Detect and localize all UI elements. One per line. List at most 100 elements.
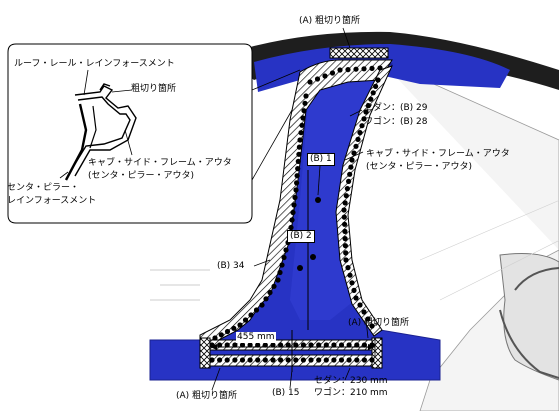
weld-spot-icon bbox=[346, 178, 352, 184]
weld-spot-icon bbox=[342, 236, 348, 242]
weld-spot-icon bbox=[237, 322, 243, 328]
weld-spot-icon bbox=[351, 150, 357, 156]
weld-spot-icon bbox=[298, 130, 304, 136]
weld-spot-icon bbox=[255, 342, 261, 348]
weld-spot-icon bbox=[377, 65, 383, 71]
weld-spot-icon bbox=[341, 207, 347, 213]
weld-spot-icon bbox=[316, 357, 322, 363]
weld-spot-icon bbox=[247, 342, 253, 348]
dimension-455 bbox=[209, 338, 376, 356]
weld-spot-icon bbox=[283, 247, 289, 253]
weld-spot-icon bbox=[344, 186, 350, 192]
weld-spot-icon bbox=[345, 265, 351, 271]
weld-spot-icon bbox=[342, 200, 348, 206]
weld-spot-icon bbox=[369, 65, 375, 71]
label-cab-side-inset-2: (センタ・ピラー・アウタ) bbox=[88, 171, 195, 181]
weld-spot-icon bbox=[345, 67, 351, 73]
weld-spot-icon bbox=[292, 194, 298, 201]
label-b2: (B) 2 bbox=[287, 230, 315, 243]
weld-spot-icon bbox=[373, 83, 379, 89]
weld-spot-icon bbox=[308, 342, 314, 348]
label-sedan-b29: セダン：(B) 29 bbox=[364, 103, 428, 113]
weld-spot-icon bbox=[239, 342, 246, 348]
weld-spot-icon bbox=[343, 193, 349, 199]
weld-spot-icon bbox=[342, 221, 348, 227]
weld-spot-icon bbox=[262, 357, 268, 363]
weld-spot-icon bbox=[353, 66, 359, 72]
weld-spot-icon bbox=[278, 342, 284, 348]
weld-spot-icon bbox=[267, 289, 273, 296]
weld-spot-icon bbox=[217, 357, 223, 363]
weld-spot-icon bbox=[314, 76, 321, 82]
weld-spot-icon bbox=[346, 357, 352, 363]
weld-spot-icon bbox=[281, 254, 287, 261]
weld-spot-icon bbox=[343, 250, 349, 256]
weld-spot-icon bbox=[331, 357, 337, 363]
weld-spot-icon bbox=[255, 357, 261, 363]
inset-callout bbox=[7, 43, 301, 224]
weld-spot-icon bbox=[294, 173, 300, 179]
weld-spot-icon bbox=[300, 115, 306, 121]
weld-spot-icon bbox=[347, 171, 353, 177]
weld-spot-icon bbox=[354, 357, 360, 363]
weld-spot-icon bbox=[349, 157, 355, 163]
label-center-pillar-2: レインフォースメント bbox=[7, 196, 97, 206]
weld-spot-icon bbox=[278, 357, 284, 363]
weld-spot-icon bbox=[323, 357, 329, 363]
label-rough-cut-inset: 粗切り箇所 bbox=[131, 84, 177, 94]
weld-spot-icon bbox=[300, 357, 306, 363]
weld-spot-icon bbox=[291, 202, 297, 208]
label-b34: (B) 34 bbox=[217, 261, 245, 271]
weld-spot-icon bbox=[224, 328, 231, 335]
weld-spot-icon bbox=[361, 66, 367, 72]
weld-spot-icon bbox=[369, 323, 375, 329]
weld-spot-icon bbox=[217, 342, 223, 348]
weld-spot-icon bbox=[353, 295, 359, 301]
weld-spot-icon bbox=[293, 187, 299, 193]
label-cab-side-main-2: (センタ・ピラー・アウタ) bbox=[366, 162, 473, 172]
leader-lines bbox=[211, 27, 369, 391]
weld-spot-icon bbox=[224, 342, 230, 348]
weld-spot-icon bbox=[224, 357, 230, 363]
weld-spot-icon bbox=[361, 309, 367, 315]
weld-spot-icon bbox=[323, 342, 329, 348]
weld-spot-icon bbox=[341, 214, 347, 220]
weld-spot-icon bbox=[262, 342, 268, 348]
weld-spot-icon bbox=[370, 90, 376, 96]
weld-spot-icon bbox=[368, 96, 374, 102]
weld-spot-icon bbox=[331, 342, 337, 348]
weld-spot-icon bbox=[322, 73, 328, 79]
weld-spot-icon bbox=[308, 357, 314, 363]
weld-spot-icon bbox=[361, 116, 367, 122]
weld-spot-icon bbox=[338, 357, 345, 363]
label-b1: (B) 1 bbox=[307, 153, 335, 166]
label-rough-cut-right: (A) 粗切り箇所 bbox=[348, 318, 410, 328]
weld-spot-icon bbox=[259, 302, 265, 308]
weld-spot-icon bbox=[357, 302, 363, 308]
weld-spot-icon bbox=[354, 342, 360, 348]
weld-spot-icon bbox=[247, 357, 253, 363]
background-body-frame bbox=[150, 59, 559, 412]
weld-spot-icon bbox=[361, 342, 367, 348]
weld-spot-icon bbox=[365, 103, 371, 109]
weld-spot-icon bbox=[263, 296, 269, 302]
label-sedan-230: セダン：230 mm bbox=[314, 376, 388, 386]
label-roof-rail: ルーフ・レール・レインフォースメント bbox=[14, 59, 175, 69]
weld-spot-icon bbox=[296, 144, 302, 150]
weld-spot-icon bbox=[363, 109, 369, 115]
label-wagon-210: ワゴン：210 mm bbox=[314, 388, 388, 398]
weld-spot-icon bbox=[285, 357, 291, 363]
weld-spot-icon bbox=[361, 357, 367, 363]
weld-spot-icon bbox=[232, 357, 238, 363]
weld-spot-icon bbox=[212, 335, 218, 341]
weld-spot-icon bbox=[293, 357, 299, 363]
weld-spot-icon bbox=[316, 342, 322, 348]
pillar-interior-marks bbox=[291, 165, 321, 372]
label-rough-cut-bottom: (A) 粗切り箇所 bbox=[176, 391, 238, 401]
weld-spot-icon bbox=[301, 108, 307, 114]
weld-spot-icon bbox=[232, 342, 238, 348]
label-rough-cut-top: (A) 粗切り箇所 bbox=[299, 16, 361, 26]
weld-spot-icon bbox=[270, 342, 276, 348]
weld-spot-icon bbox=[248, 312, 254, 318]
